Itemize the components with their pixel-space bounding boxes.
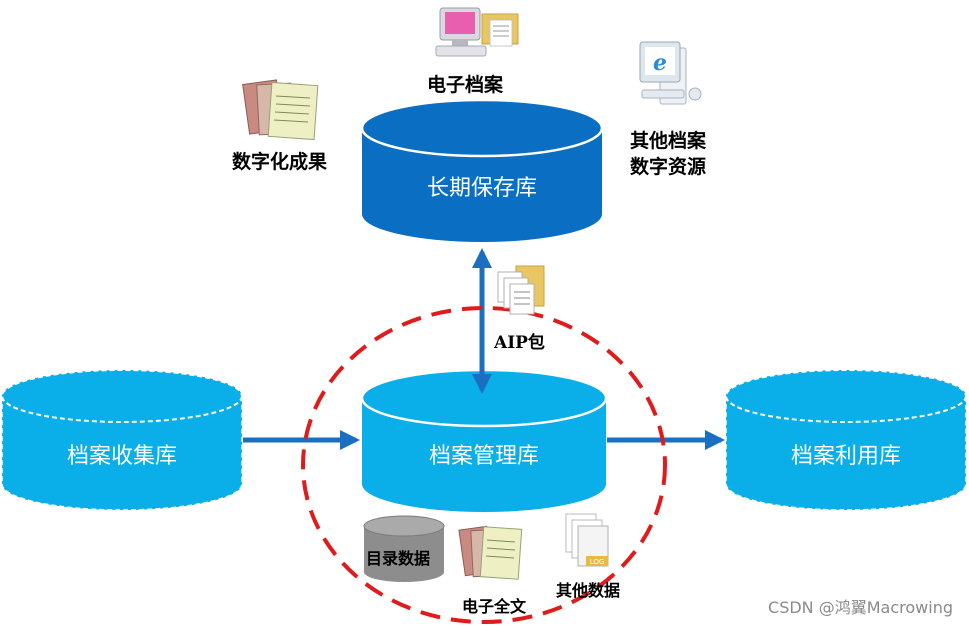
computer-with-folder-icon xyxy=(435,7,519,57)
collection-db-label: 档案收集库 xyxy=(66,444,177,469)
ie-computer-icon: e xyxy=(639,41,702,105)
aip-package-label: AIP包 xyxy=(494,333,545,353)
electronic-archives-label: 电子档案 xyxy=(427,74,504,96)
other-archives-label-line2: 数字资源 xyxy=(630,156,707,178)
utilization-db xyxy=(725,369,967,511)
full-text-label: 电子全文 xyxy=(462,597,527,616)
svg-text:LOG: LOG xyxy=(590,558,605,566)
gray-database-icon xyxy=(363,515,445,582)
other-data-label: 其他数据 xyxy=(556,581,621,600)
document-stack-icon xyxy=(497,265,545,315)
catalog-data-label: 目录数据 xyxy=(366,549,431,568)
management-scope-dashed-circle xyxy=(301,306,667,624)
collection-db xyxy=(1,369,243,511)
management-db xyxy=(360,368,608,512)
watermark: CSDN @鸿翼Macrowing xyxy=(768,598,953,617)
utilization-db-label: 档案利用库 xyxy=(790,444,901,469)
digitization-label: 数字化成果 xyxy=(232,151,328,173)
scanned-documents-icon xyxy=(458,525,523,580)
log-files-icon: LOG xyxy=(565,513,609,567)
long-term-storage-label: 长期保存库 xyxy=(426,176,537,201)
other-archives-label-line1: 其他档案 xyxy=(630,130,707,152)
management-db-label: 档案管理库 xyxy=(428,444,539,469)
svg-text:e: e xyxy=(653,50,667,76)
long-term-storage-db xyxy=(360,98,604,242)
scanned-documents-icon xyxy=(242,79,319,141)
